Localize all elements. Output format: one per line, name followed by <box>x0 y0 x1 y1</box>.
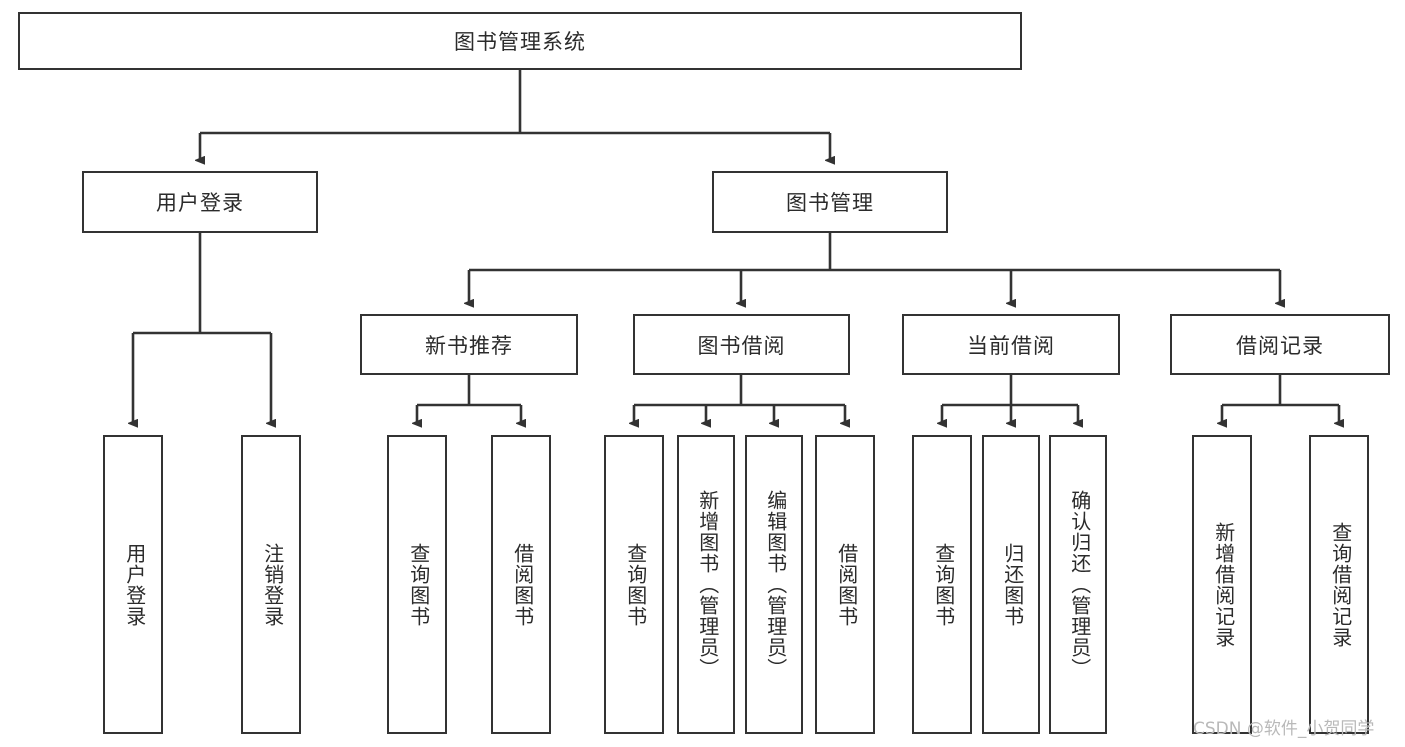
node-label: 图书管理 <box>786 192 874 215</box>
node-current-borrow[interactable]: 当前借阅 <box>902 314 1120 375</box>
leaf-record-add-record[interactable]: 新增借阅记录 <box>1192 435 1252 734</box>
node-label: 确认归还（管理员） <box>1067 490 1090 679</box>
leaf-borrow-add-book-admin[interactable]: 新增图书（管理员） <box>677 435 735 734</box>
leaf-borrow-borrow-book[interactable]: 借阅图书 <box>815 435 875 734</box>
node-label: 图书借阅 <box>697 334 786 358</box>
node-book-borrow[interactable]: 图书借阅 <box>633 314 850 375</box>
leaf-current-query-book[interactable]: 查询图书 <box>912 435 972 734</box>
leaf-user-login-signin[interactable]: 用户登录 <box>103 435 163 734</box>
leaf-borrow-edit-book-admin[interactable]: 编辑图书（管理员） <box>745 435 803 734</box>
node-label: 查询图书 <box>931 542 954 627</box>
node-root-library-system[interactable]: 图书管理系统 <box>18 12 1022 70</box>
node-borrow-record[interactable]: 借阅记录 <box>1170 314 1390 375</box>
node-label: 查询借阅记录 <box>1328 521 1351 648</box>
node-label: 编辑图书（管理员） <box>763 490 786 679</box>
node-label: 新增图书（管理员） <box>695 490 718 679</box>
node-label: 查询图书 <box>623 542 646 627</box>
node-book-management[interactable]: 图书管理 <box>712 171 948 233</box>
node-new-book-recommend[interactable]: 新书推荐 <box>360 314 578 375</box>
node-label: 图书管理系统 <box>454 31 586 54</box>
node-label: 用户登录 <box>156 192 244 215</box>
node-user-login[interactable]: 用户登录 <box>82 171 318 233</box>
node-label: 借阅图书 <box>510 542 533 627</box>
node-label: 归还图书 <box>1000 542 1023 627</box>
node-label: 借阅图书 <box>834 542 857 627</box>
leaf-current-confirm-return-admin[interactable]: 确认归还（管理员） <box>1049 435 1107 734</box>
leaf-current-return-book[interactable]: 归还图书 <box>982 435 1040 734</box>
node-label: 注销登录 <box>260 542 283 627</box>
node-label: 当前借阅 <box>967 334 1055 358</box>
node-label: 新增借阅记录 <box>1211 521 1234 648</box>
leaf-record-query-record[interactable]: 查询借阅记录 <box>1309 435 1369 734</box>
leaf-recommend-borrow-book[interactable]: 借阅图书 <box>491 435 551 734</box>
leaf-user-login-signout[interactable]: 注销登录 <box>241 435 301 734</box>
node-label: 查询图书 <box>406 542 429 627</box>
node-label: 借阅记录 <box>1236 334 1324 358</box>
leaf-recommend-query-book[interactable]: 查询图书 <box>387 435 447 734</box>
node-label: 用户登录 <box>122 542 145 627</box>
node-label: 新书推荐 <box>425 334 513 358</box>
leaf-borrow-query-book[interactable]: 查询图书 <box>604 435 664 734</box>
csdn-watermark: CSDN @软件_小贺同学 <box>1193 719 1375 739</box>
